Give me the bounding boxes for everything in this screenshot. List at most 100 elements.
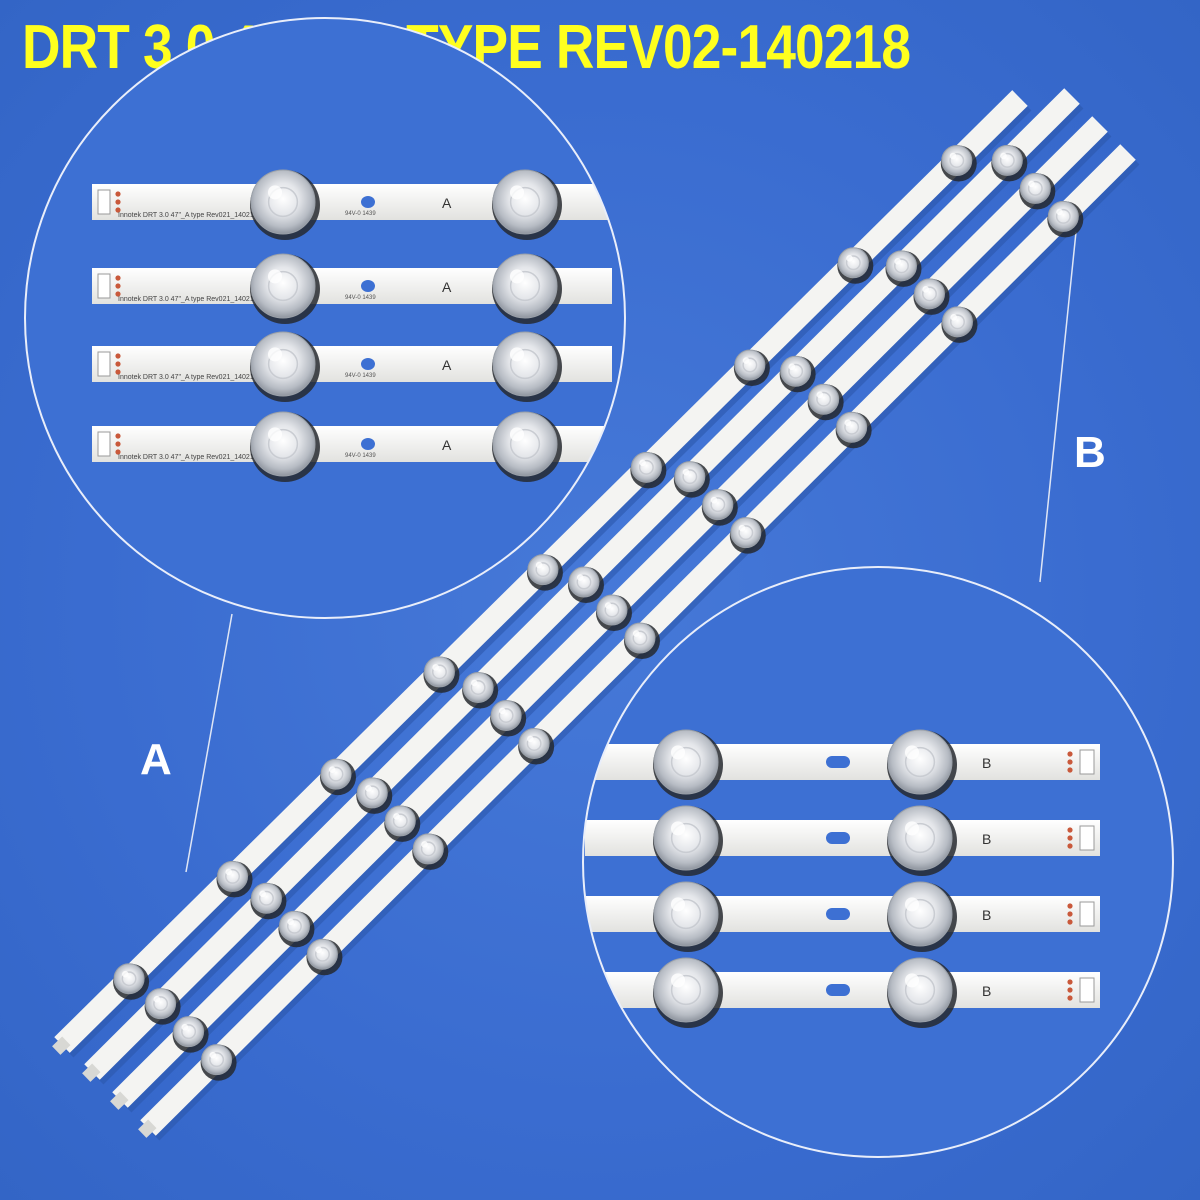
- led-lens: [653, 881, 723, 952]
- zoom-strip-a: Innotek DRT 3.0 47"_A type Rev021_140218…: [92, 253, 612, 324]
- led-lens: [250, 882, 287, 920]
- cert-marking: 94V-0 1439: [345, 453, 376, 459]
- connector: [97, 431, 111, 457]
- cert-marking: 94V-0 1439: [345, 373, 376, 379]
- strip-marking: Innotek DRT 3.0 47"_A type Rev021_140218: [118, 296, 258, 303]
- connector: [97, 273, 111, 299]
- led-lens: [567, 566, 604, 604]
- strip-letter: B: [982, 755, 991, 771]
- cert-marking: 94V-0 1439: [345, 211, 376, 217]
- connector: [97, 189, 111, 215]
- zoom-strip-b: B: [585, 881, 1100, 952]
- label-type-a: A: [140, 735, 172, 784]
- led-lens: [250, 253, 320, 324]
- led-lens: [913, 278, 950, 315]
- mount-slot: [826, 756, 850, 768]
- led-lens: [941, 306, 978, 343]
- strip-letter: B: [982, 907, 991, 923]
- strip-letter: A: [442, 195, 452, 211]
- zoom-circle-a: Innotek DRT 3.0 47"_A type Rev021_140218…: [24, 17, 626, 619]
- led-lens: [887, 729, 957, 800]
- led-lens: [356, 777, 393, 814]
- mount-hole: [361, 196, 375, 208]
- led-lens: [172, 1016, 209, 1053]
- strip-marking: Innotek DRT 3.0 47"_A type Rev021_140218: [118, 374, 258, 381]
- diagonal-strips: [52, 88, 1140, 1141]
- connector: [1079, 977, 1095, 1003]
- mount-slot: [826, 908, 850, 920]
- led-lens: [630, 451, 667, 489]
- led-lens: [653, 805, 723, 876]
- diagonal-strip: [138, 144, 1140, 1141]
- led-lens: [1047, 200, 1084, 238]
- diagonal-strip: [110, 116, 1112, 1113]
- connector: [97, 351, 111, 377]
- zoom-strip-a: Innotek DRT 3.0 47"_A type Rev021_140218…: [92, 331, 612, 402]
- led-lens: [306, 938, 343, 976]
- led-lens: [653, 729, 723, 800]
- led-lens: [887, 805, 957, 876]
- led-lens: [991, 144, 1028, 182]
- connector: [1079, 901, 1095, 927]
- led-lens: [837, 247, 874, 284]
- led-lens: [701, 489, 738, 526]
- connector: [110, 1091, 129, 1110]
- led-lens: [940, 145, 977, 182]
- led-lens: [423, 656, 460, 693]
- connector: [52, 1036, 71, 1055]
- led-lens: [278, 910, 315, 948]
- connector: [1079, 825, 1095, 851]
- led-lens: [729, 517, 766, 554]
- strip-letter: A: [442, 357, 452, 373]
- led-lens: [887, 957, 957, 1028]
- mount-slot: [826, 832, 850, 844]
- strip-letter: B: [982, 831, 991, 847]
- led-lens: [623, 622, 660, 660]
- led-lens: [733, 349, 770, 387]
- strip-letter: A: [442, 437, 452, 453]
- led-lens: [200, 1044, 237, 1081]
- strip-marking: Innotek DRT 3.0 47"_A type Rev021_140218: [118, 212, 258, 219]
- diagonal-strip: [52, 90, 1032, 1058]
- led-lens: [216, 860, 253, 898]
- led-lens: [250, 411, 320, 482]
- led-lens: [384, 805, 421, 842]
- led-lens: [113, 963, 150, 1000]
- mount-slot: [826, 984, 850, 996]
- led-lens: [779, 355, 816, 393]
- led-lens: [1019, 172, 1056, 210]
- led-lens: [492, 411, 562, 482]
- led-lens: [807, 383, 844, 421]
- led-lens: [490, 699, 527, 737]
- mount-hole: [361, 438, 375, 450]
- label-type-b: B: [1074, 428, 1106, 477]
- zoom-strip-b: B: [585, 957, 1100, 1028]
- led-lens: [885, 250, 922, 287]
- led-lens: [492, 253, 562, 324]
- led-lens: [887, 881, 957, 952]
- strip-letter: A: [442, 279, 452, 295]
- led-lens: [653, 957, 723, 1028]
- zoom-strip-a: Innotek DRT 3.0 47"_A type Rev021_140218…: [92, 169, 612, 240]
- led-lens: [492, 169, 562, 240]
- diagonal-strip: [82, 88, 1084, 1085]
- strip-marking: Innotek DRT 3.0 47"_A type Rev021_140218: [118, 454, 258, 461]
- mount-hole: [361, 280, 375, 292]
- cert-marking: 94V-0 1439: [345, 295, 376, 301]
- pointer-line-a: [185, 613, 233, 873]
- led-lens: [412, 833, 449, 870]
- zoom-strip-a: Innotek DRT 3.0 47"_A type Rev021_140218…: [92, 411, 612, 482]
- led-lens: [492, 331, 562, 402]
- mount-hole: [361, 358, 375, 370]
- strip-letter: B: [982, 983, 991, 999]
- led-lens: [526, 554, 563, 591]
- pointer-line-b: [1039, 231, 1077, 583]
- led-lens: [835, 411, 872, 449]
- led-lens: [250, 331, 320, 402]
- led-lens: [673, 461, 710, 498]
- led-lens: [595, 594, 632, 632]
- led-lens: [518, 727, 555, 765]
- led-lens: [462, 671, 499, 709]
